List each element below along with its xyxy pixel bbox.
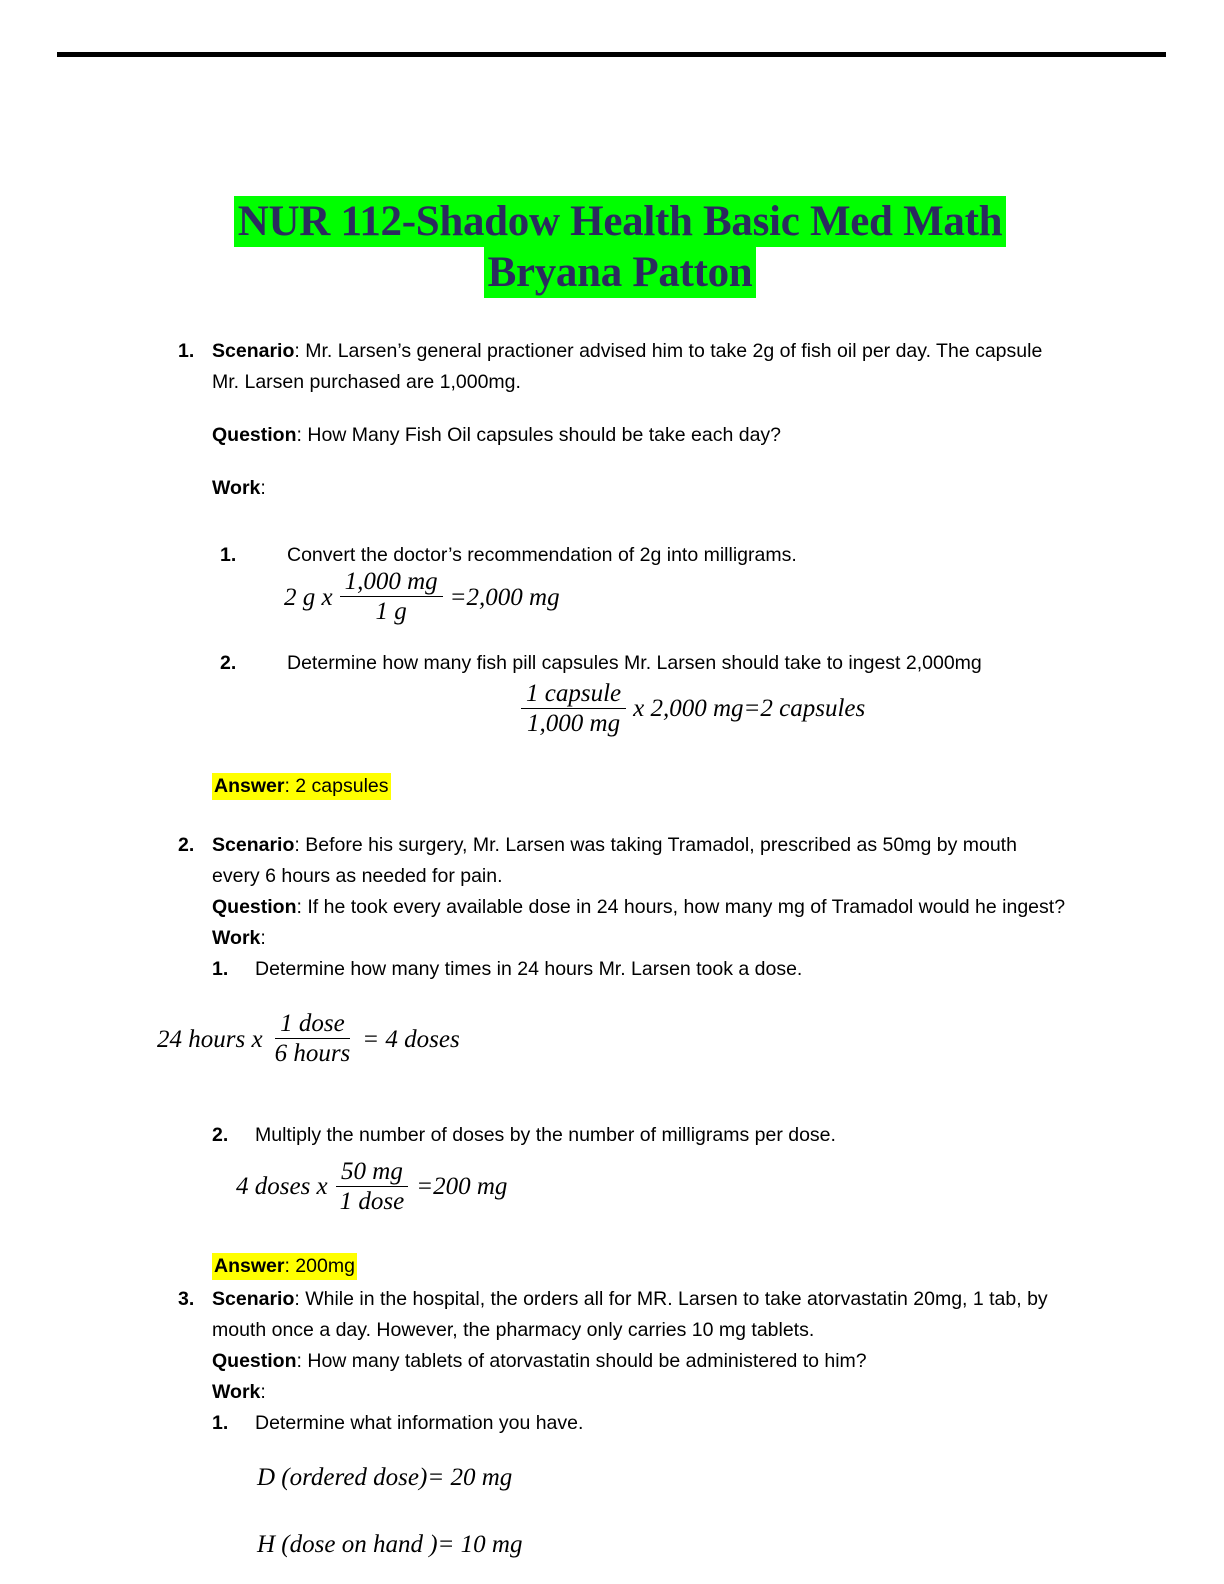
equation-tail: =2,000 mg bbox=[449, 583, 560, 611]
answer-row-2: Answer: 200mg bbox=[212, 1251, 1069, 1282]
scenario-number-3: 3. bbox=[178, 1288, 195, 1310]
fraction-numerator: 1,000 mg bbox=[339, 568, 443, 598]
scenario-paragraph-1: Scenario: Mr. Larsen’s general practione… bbox=[212, 336, 1069, 398]
header-rule bbox=[57, 52, 1166, 57]
fraction: 50 mg 1 dose bbox=[335, 1158, 410, 1216]
work-step-1-1: 1. Convert the doctor’s recommendation o… bbox=[212, 540, 1069, 571]
colon-3a: : bbox=[294, 1288, 300, 1310]
question-paragraph-1: Question: How Many Fish Oil capsules sho… bbox=[212, 420, 1069, 451]
colon-1b: : bbox=[296, 424, 302, 446]
colon-2c: : bbox=[260, 927, 266, 949]
question-text-1: How Many Fish Oil capsules should be tak… bbox=[301, 424, 782, 446]
colon-3b: : bbox=[296, 1350, 302, 1372]
equation-ordered-dose: D (ordered dose)= 20 mg bbox=[255, 1465, 1112, 1490]
fraction-numerator: 50 mg bbox=[336, 1158, 408, 1187]
equation-lead: 24 hours x bbox=[157, 1025, 263, 1053]
equation-tail: = 4 doses bbox=[362, 1025, 460, 1053]
work-step-text-3-1: Determine what information you have. bbox=[255, 1412, 584, 1434]
work-step-number-2-2: 2. bbox=[212, 1123, 229, 1146]
scenario-item-2: 2. Scenario: Before his surgery, Mr. Lar… bbox=[0, 830, 1224, 1282]
work-step-text-2-2: Multiply the number of doses by the numb… bbox=[255, 1123, 836, 1146]
scenario-paragraph-3: Scenario: While in the hospital, the ord… bbox=[212, 1284, 1069, 1346]
work-step-number-1-1: 1. bbox=[220, 544, 237, 566]
fraction-denominator: 1,000 mg bbox=[527, 709, 621, 737]
scenario-number-1: 1. bbox=[178, 340, 195, 362]
scenario-item-1: 1. Scenario: Mr. Larsen’s general practi… bbox=[0, 336, 1224, 802]
work-label-1: Work bbox=[212, 477, 261, 499]
answer-value-1: 2 capsules bbox=[289, 775, 389, 797]
scenario-paragraph-2: Scenario: Before his surgery, Mr. Larsen… bbox=[212, 830, 1069, 892]
fraction-numerator: 1 capsule bbox=[521, 680, 627, 709]
colon-1c: : bbox=[260, 477, 266, 499]
question-text-2: If he took every available dose in 24 ho… bbox=[301, 896, 1066, 918]
colon-2d: : bbox=[284, 1255, 290, 1277]
answer-row-1: Answer: 2 capsules bbox=[212, 771, 1069, 802]
fraction: 1 dose 6 hours bbox=[270, 1010, 356, 1068]
question-text-3: How many tablets of atorvastatin should … bbox=[301, 1350, 867, 1372]
work-label-2: Work bbox=[212, 927, 261, 949]
equation-plain: H (dose on hand )= 10 mg bbox=[257, 1531, 523, 1558]
fraction: 1,000 mg 1 g bbox=[339, 568, 443, 626]
answer-label-1: Answer bbox=[214, 775, 285, 797]
equation-doses-in-24h: 24 hours x 1 dose 6 hours = 4 doses bbox=[155, 1010, 1012, 1068]
fraction-numerator: 1 dose bbox=[275, 1010, 350, 1040]
answer-badge-1: Answer: 2 capsules bbox=[212, 773, 391, 800]
work-step-1-2: 2. Determine how many fish pill capsules… bbox=[212, 648, 1069, 679]
colon-1a: : bbox=[294, 340, 300, 362]
question-paragraph-2: Question: If he took every available dos… bbox=[212, 892, 1069, 923]
work-step-2-1: 1. Determine how many times in 24 hours … bbox=[212, 954, 1069, 985]
work-paragraph-2: Work: bbox=[212, 923, 1069, 954]
equation-tail: =200 mg bbox=[416, 1173, 508, 1201]
colon-1d: : bbox=[284, 775, 290, 797]
work-step-text-1-1: Convert the doctor’s recommendation of 2… bbox=[287, 544, 797, 566]
fraction-denominator: 1 g bbox=[375, 598, 407, 626]
page-title-line-1: NUR 112-Shadow Health Basic Med Math bbox=[233, 196, 1007, 247]
answer-value-2: 200mg bbox=[289, 1255, 355, 1277]
scenario-text-3: While in the hospital, the orders all fo… bbox=[212, 1288, 1048, 1341]
question-paragraph-3: Question: How many tablets of atorvastat… bbox=[212, 1346, 1069, 1377]
equation-dose-on-hand: H (dose on hand )= 10 mg bbox=[255, 1532, 1112, 1557]
equation-2g-to-mg: 2 g x 1,000 mg 1 g =2,000 mg bbox=[282, 568, 1139, 626]
answer-label-2: Answer bbox=[214, 1255, 285, 1277]
document-body: 1. Scenario: Mr. Larsen’s general practi… bbox=[0, 336, 1224, 1557]
work-step-text-1-2: Determine how many fish pill capsules Mr… bbox=[287, 651, 982, 674]
scenario-label-2: Scenario bbox=[212, 834, 295, 856]
question-label-1: Question bbox=[212, 424, 297, 446]
scenario-text-1: Mr. Larsen’s general practioner advised … bbox=[212, 340, 1043, 393]
scenario-item-3: 3. Scenario: While in the hospital, the … bbox=[0, 1284, 1224, 1557]
colon-3c: : bbox=[260, 1381, 266, 1403]
colon-2b: : bbox=[296, 896, 302, 918]
work-label-3: Work bbox=[212, 1381, 261, 1403]
scenario-number-2: 2. bbox=[178, 834, 195, 856]
work-step-number-1-2: 2. bbox=[220, 651, 237, 674]
scenario-label-1: Scenario bbox=[212, 340, 295, 362]
page-title-line-2: Bryana Patton bbox=[483, 247, 757, 298]
question-label-2: Question bbox=[212, 896, 297, 918]
equation-lead: 4 doses x bbox=[236, 1173, 328, 1201]
work-step-text-2-1: Determine how many times in 24 hours Mr.… bbox=[255, 958, 803, 980]
equation-tail: x 2,000 mg=2 capsules bbox=[633, 695, 866, 723]
fraction-denominator: 1 dose bbox=[339, 1187, 405, 1215]
question-label-3: Question bbox=[212, 1350, 297, 1372]
equation-lead: 2 g x bbox=[284, 583, 333, 611]
work-paragraph-3: Work: bbox=[212, 1377, 1069, 1408]
page-title: NUR 112-Shadow Health Basic Med Math Bry… bbox=[180, 196, 1060, 298]
equation-capsules: 1 capsule 1,000 mg x 2,000 mg=2 capsules bbox=[512, 680, 1224, 738]
work-paragraph-1: Work: bbox=[212, 473, 1069, 504]
work-step-2-2: 2. Multiply the number of doses by the n… bbox=[212, 1120, 1069, 1151]
work-step-number-3-1: 1. bbox=[212, 1412, 229, 1434]
scenario-text-2: Before his surgery, Mr. Larsen was takin… bbox=[212, 834, 1017, 887]
answer-badge-2: Answer: 200mg bbox=[212, 1253, 357, 1280]
scenario-label-3: Scenario bbox=[212, 1288, 295, 1310]
colon-2a: : bbox=[294, 834, 300, 856]
equation-plain: D (ordered dose)= 20 mg bbox=[257, 1464, 513, 1491]
fraction-denominator: 6 hours bbox=[274, 1040, 351, 1068]
work-step-3-1: 1. Determine what information you have. bbox=[212, 1408, 1069, 1439]
work-step-number-2-1: 1. bbox=[212, 958, 229, 980]
equation-total-mg: 4 doses x 50 mg 1 dose =200 mg bbox=[234, 1158, 1091, 1216]
fraction: 1 capsule 1,000 mg bbox=[521, 680, 627, 738]
